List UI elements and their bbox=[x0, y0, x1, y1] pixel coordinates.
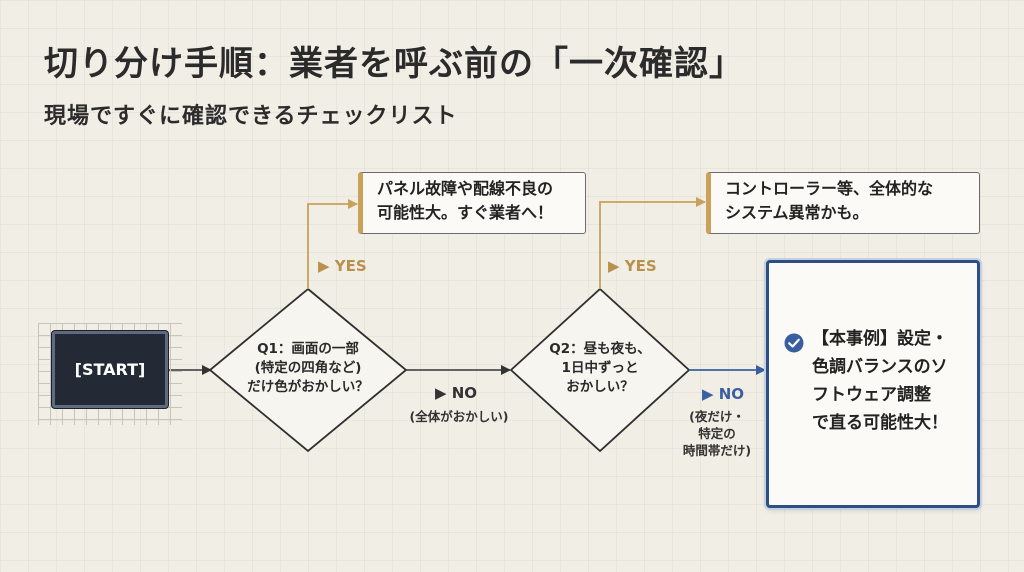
q2-question: Q2：昼も夜も、 1日中ずっと おかしい？ bbox=[530, 340, 670, 397]
q2-no-note-line: 特定の bbox=[698, 426, 736, 441]
q1-yes-label: ▶ YES bbox=[318, 257, 367, 275]
q2-no-label: ▶ NO bbox=[702, 385, 745, 403]
arrow-q1-yes bbox=[307, 199, 358, 289]
q2-no-note: (夜だけ・ 特定の 時間帯だけ) bbox=[672, 408, 762, 459]
result-line: で直る可能性大！ bbox=[812, 413, 948, 433]
q1-line: (特定の四角など) bbox=[254, 360, 362, 376]
check-circle-icon bbox=[784, 333, 804, 353]
q2-line: Q2：昼も夜も、 bbox=[549, 341, 651, 357]
q1-diamond bbox=[208, 287, 408, 453]
q1-question: Q1：画面の一部 (特定の四角など) だけ色がおかしい？ bbox=[228, 340, 388, 397]
q2-no-note-line: (夜だけ・ bbox=[689, 409, 745, 424]
q2-yes-result-line: コントローラー等、全体的な bbox=[725, 179, 934, 198]
q2-yes-label: ▶ YES bbox=[608, 257, 657, 275]
q2-yes-result-note: コントローラー等、全体的な システム異常かも。 bbox=[706, 172, 980, 234]
page-title: 切り分け手順：業者を呼ぶ前の「一次確認」 bbox=[44, 44, 744, 84]
result-text: 【本事例】設定・ 色調バランスのソ フトウェア調整 で直る可能性大！ bbox=[812, 325, 948, 437]
page-subtitle: 現場ですぐに確認できるチェックリスト bbox=[44, 104, 458, 129]
result-line: 色調バランスのソ bbox=[812, 357, 948, 377]
result-line: 【本事例】設定・ bbox=[812, 329, 948, 349]
q2-line: おかしい？ bbox=[566, 379, 634, 395]
q1-line: Q1：画面の一部 bbox=[257, 341, 359, 357]
start-node: [START] bbox=[52, 331, 168, 408]
q1-no-note: (全体がおかしい) bbox=[409, 409, 509, 424]
result-line: フトウェア調整 bbox=[812, 385, 931, 405]
q1-no-label: ▶ NO bbox=[435, 384, 478, 402]
q2-yes-result-line: システム異常かも。 bbox=[725, 203, 869, 222]
q2-diamond bbox=[509, 287, 691, 453]
result-box bbox=[766, 260, 980, 508]
q2-no-note-line: 時間帯だけ) bbox=[682, 443, 752, 458]
q1-yes-result-line: 可能性大。すぐ業者へ！ bbox=[377, 203, 554, 222]
arrow-q2-yes bbox=[599, 197, 706, 289]
q1-yes-result-line: パネル故障や配線不良の bbox=[377, 179, 554, 198]
q1-yes-result-note: パネル故障や配線不良の 可能性大。すぐ業者へ！ bbox=[358, 172, 586, 234]
q2-line: 1日中ずっと bbox=[561, 360, 639, 376]
q1-line: だけ色がおかしい？ bbox=[247, 379, 369, 395]
